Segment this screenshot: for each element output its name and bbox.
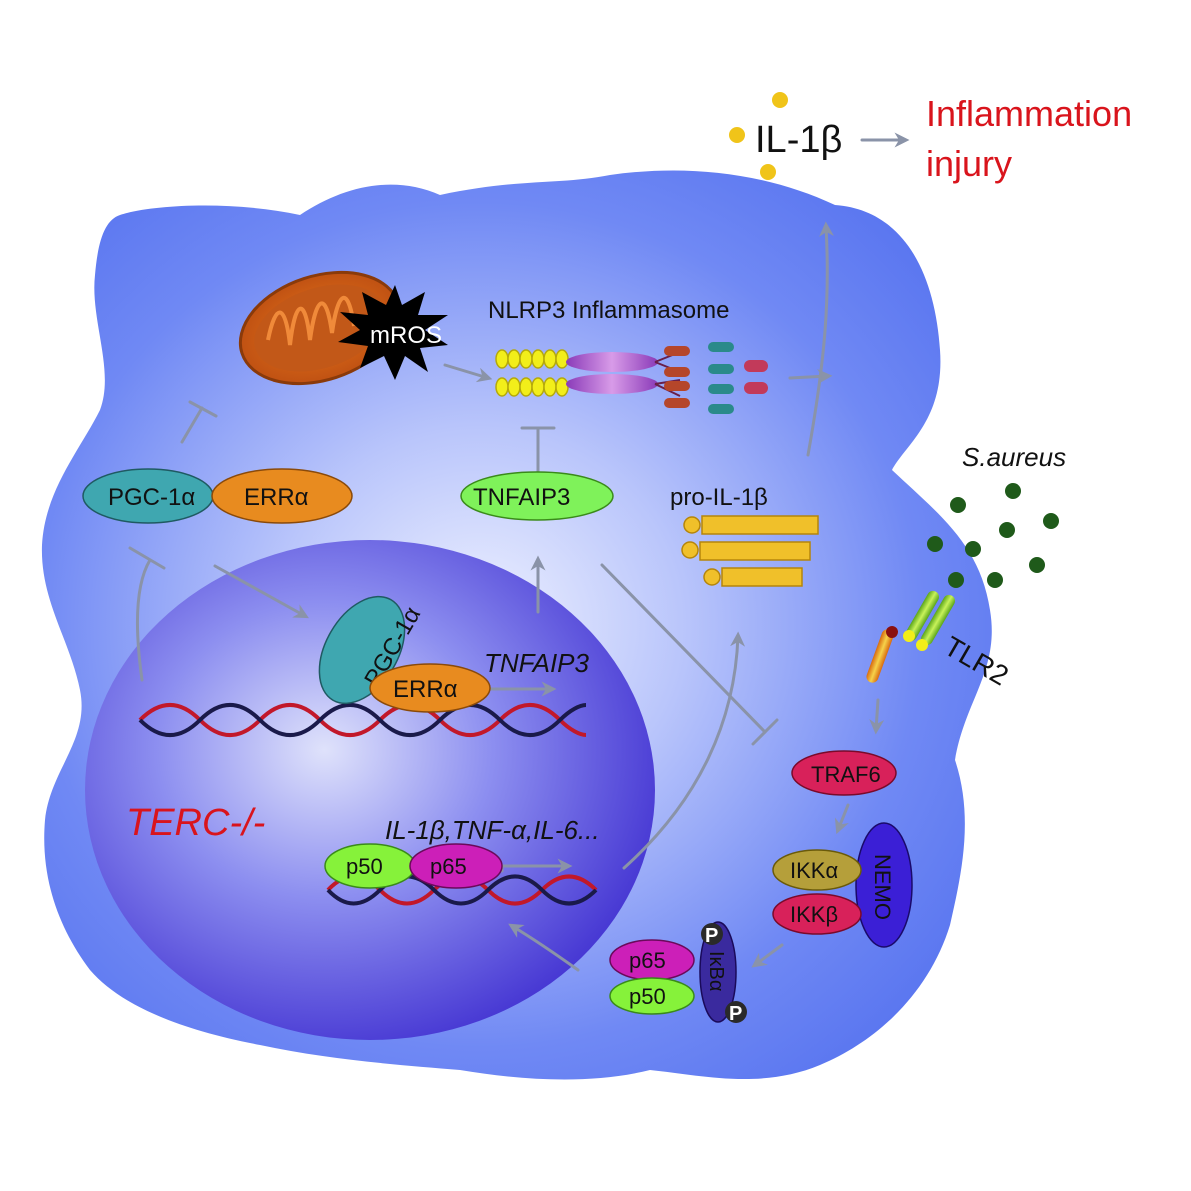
il1b-secreted-dots [729, 92, 788, 180]
ikba-label: IκBα [705, 951, 727, 991]
p65-cyto-label: p65 [629, 948, 666, 973]
inhibit-tnfaip3-to-traf6-bar [751, 718, 779, 746]
p65-nuc-label: p65 [430, 854, 467, 879]
phospho-1 [701, 923, 723, 945]
nlrp3-label: NLRP3 Inflammasome [488, 297, 729, 324]
ikkb-label: IKKβ [790, 902, 838, 927]
erra-nuc-label: ERRα [393, 676, 458, 703]
traf6 [791, 750, 897, 796]
inhibit-pgc-to-mito [180, 406, 204, 444]
p50-nuc-label: p50 [346, 854, 383, 879]
nemo [855, 822, 913, 948]
tlr2-receptor [866, 590, 955, 683]
inhibit-nucleus-to-pgc [135, 558, 152, 682]
arrow-mros-to-nlrp3 [443, 363, 493, 383]
erra-nuclear [369, 663, 491, 713]
mros-burst [338, 285, 448, 380]
p50-cyto [609, 977, 695, 1015]
nemo-label: NEMO [870, 854, 895, 920]
s-aureus-bacteria [927, 483, 1059, 588]
traf6-label: TRAF6 [811, 762, 881, 787]
mros-label: mROS [370, 322, 442, 349]
arrow-traf6-to-ikk [834, 803, 850, 835]
p50-cyto-label: p50 [629, 984, 666, 1009]
ikka [772, 849, 862, 891]
pgc1a-cyto-label: PGC-1α [108, 484, 195, 511]
phospho-1-label: P [705, 925, 718, 947]
ikkb [772, 893, 862, 935]
ikka-label: IKKα [790, 858, 838, 883]
nlrp3-complex [495, 342, 768, 414]
nlrp3-nacht-1 [566, 352, 658, 372]
nucleus [85, 540, 655, 1040]
arrow-ikk-to-nfkb [751, 943, 784, 968]
pro-il1b-molecules [681, 515, 819, 587]
tnfaip3-protein [460, 471, 614, 521]
s-aureus-label: S.aureus [962, 442, 1066, 472]
inhibit-tnfaip3-to-traf6 [600, 563, 767, 734]
inflammation-label: Inflammation [926, 93, 1132, 134]
p65-nuclear [409, 843, 503, 889]
terc-label: TERC-/- [126, 802, 265, 844]
pro-il1b-label: pro-IL-1β [670, 484, 768, 511]
tnfaip3-protein-label: TNFAIP3 [473, 484, 570, 511]
tnfaip3-gene-label: TNFAIP3 [484, 648, 590, 678]
ikba [699, 921, 737, 1023]
arrow-transcription-to-pro-il1b [622, 631, 746, 870]
mitochondrion [238, 270, 402, 386]
injury-label: injury [926, 143, 1012, 184]
il1b-label: IL-1β [755, 119, 842, 161]
arrow-pgc-to-nucleus [213, 564, 309, 619]
nlrp3-lrr-row-1 [495, 349, 569, 369]
arrow-nfkb-to-nucleus [508, 923, 580, 972]
arrow-nlrp3-out [788, 369, 833, 385]
erra-cyto-label: ERRα [244, 484, 309, 511]
inhibit-pgc-to-mito-bar [188, 400, 218, 418]
phospho-2-label: P [729, 1003, 742, 1025]
phospho-2 [725, 1001, 747, 1023]
cytokine-genes-label: IL-1β,TNF-α,IL-6... [385, 815, 600, 845]
nlrp3-lrr-row-2 [495, 377, 569, 397]
erra-cyto [211, 468, 353, 524]
pathway-arrows [128, 132, 910, 972]
arrow-secretion [806, 221, 835, 457]
inhibit-nucleus-to-pgc-bar [128, 546, 166, 570]
nlrp3-nacht-2 [566, 374, 658, 394]
dna-helix-1 [138, 703, 587, 737]
arrow-tlr2-to-traf6 [869, 698, 885, 735]
